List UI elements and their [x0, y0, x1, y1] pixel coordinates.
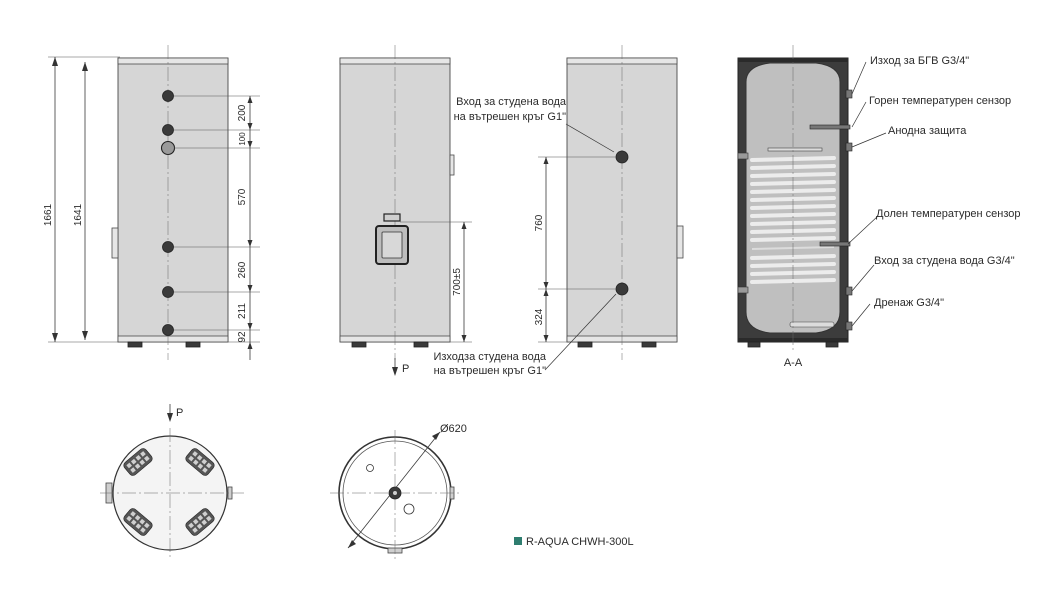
section-fittings — [809, 89, 853, 331]
callout-drain: Дренаж G3/4" — [874, 297, 944, 309]
handle-height-dim: 700±5 — [452, 268, 463, 296]
rear-dim-324: 324 — [534, 308, 545, 325]
coil-outlet-port — [615, 282, 629, 296]
port-4 — [162, 241, 174, 253]
section-label: A-A — [784, 357, 803, 369]
spacing-260: 260 — [237, 261, 248, 278]
spacing-570: 570 — [237, 188, 248, 205]
coil-inlet-port — [615, 150, 629, 164]
model-legend: R-AQUA CHWH-300L — [514, 536, 634, 548]
rear-dim-760: 760 — [534, 214, 545, 231]
port-1 — [162, 90, 174, 102]
port-3 — [160, 140, 176, 156]
spacing-211: 211 — [237, 303, 248, 319]
overall-height-dim: 1661 — [43, 203, 54, 226]
spacing-100: 100 — [238, 132, 247, 146]
section-view: Изход за БГВ G3/4" Горен температурен се… — [737, 45, 1021, 369]
legend-marker — [514, 537, 522, 545]
top-view-arrow-label: P — [176, 407, 183, 419]
spacing-92: 92 — [237, 331, 248, 343]
spacing-200: 200 — [237, 104, 248, 121]
coil-outlet-label-line1: Изходза студена вода — [433, 351, 546, 363]
control-panel-top — [383, 213, 401, 222]
side-view: 700±5 P — [339, 45, 472, 376]
front-tank-body — [117, 57, 229, 343]
side-view-arrow-label: P — [402, 363, 409, 375]
diameter-label: Ø620 — [440, 423, 467, 435]
callout-dhw-outlet: Изход за БГВ G3/4" — [870, 55, 969, 67]
callout-cold-inlet: Вход за студена вода G3/4" — [874, 255, 1015, 267]
callout-anode: Анодна защита — [888, 125, 967, 137]
callout-lower-sensor: Долен температурен сензор — [876, 208, 1021, 220]
inner-height-dim: 1641 — [73, 203, 84, 226]
port-2 — [162, 124, 174, 136]
bottom-view: Ø620 — [330, 423, 467, 560]
front-view: 1661 1641 — [43, 45, 260, 360]
coil-inlet-label-line2: на вътрешен кръг G1" — [454, 111, 566, 123]
top-view: P — [100, 404, 244, 560]
coil-inlet-label-line1: Вход за студена вода — [456, 96, 567, 108]
model-name: R-AQUA CHWH-300L — [526, 536, 634, 548]
coil-outlet-label-line2: на вътрешен кръг G1" — [434, 365, 546, 377]
port-6 — [162, 324, 174, 336]
callout-upper-sensor: Горен температурен сензор — [869, 95, 1011, 107]
port-5 — [162, 286, 174, 298]
top-view-openings — [123, 448, 215, 536]
rear-view: 760 324 Вход за студена вода на вътрешен… — [433, 45, 684, 377]
